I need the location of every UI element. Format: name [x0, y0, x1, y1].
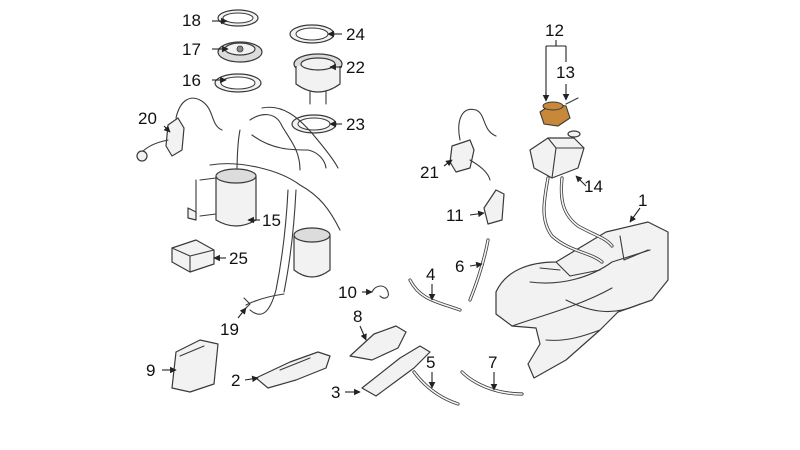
part-7-strap — [460, 370, 524, 396]
leader-lines — [162, 17, 641, 396]
part-10-clip — [371, 285, 389, 299]
part-12-highlighted-component — [539, 97, 579, 127]
callout-6: 6 — [455, 257, 465, 276]
callout-9: 9 — [146, 361, 156, 380]
part-6-strap — [468, 238, 490, 302]
callout-2: 2 — [231, 371, 241, 390]
part-15-fuel-pump-assembly — [187, 106, 341, 231]
callout-13: 13 — [556, 63, 575, 82]
callout-4: 4 — [426, 265, 436, 284]
callout-15: 15 — [262, 211, 281, 230]
part-23-gasket — [291, 114, 337, 134]
part-8-shield — [349, 325, 407, 361]
callout-10: 10 — [338, 283, 357, 302]
pump-unit-right — [249, 189, 331, 315]
part-22-pump-sender — [293, 53, 343, 105]
callout-19: 19 — [220, 320, 239, 339]
part-2-shield — [255, 351, 331, 389]
part-14-filler-neck — [529, 130, 585, 179]
callout-24: 24 — [346, 25, 365, 44]
part-19-harness — [243, 293, 285, 311]
callout-14: 14 — [584, 177, 603, 196]
callout-18: 18 — [182, 11, 201, 30]
part-5-strap — [412, 370, 460, 406]
filler-hoses — [542, 176, 614, 264]
part-11-bracket — [483, 189, 505, 225]
part-1-fuel-tank — [495, 221, 669, 379]
part-3-shield — [361, 345, 431, 397]
part-9-heat-shield — [171, 339, 219, 393]
callout-3: 3 — [331, 383, 341, 402]
callout-22: 22 — [346, 58, 365, 77]
callout-16: 16 — [182, 71, 201, 90]
callout-8: 8 — [353, 307, 363, 326]
callout-25: 25 — [229, 249, 248, 268]
part-24-seal-ring — [289, 24, 335, 44]
callout-5: 5 — [426, 353, 436, 372]
callout-21: 21 — [420, 163, 439, 182]
callout-7: 7 — [488, 353, 498, 372]
part-25-control-module — [171, 239, 215, 273]
callout-1: 1 — [638, 191, 648, 210]
callout-20: 20 — [138, 109, 157, 128]
part-4-strap — [408, 278, 462, 312]
part-21-sender — [449, 108, 497, 181]
part-16-gasket — [214, 73, 262, 93]
part-17-lock-ring — [217, 41, 263, 63]
part-18-seal-ring — [217, 9, 259, 27]
callout-12: 12 — [545, 21, 564, 40]
callout-23: 23 — [346, 115, 365, 134]
callout-17: 17 — [182, 40, 201, 59]
part-20-level-sensor — [136, 97, 223, 162]
callout-11: 11 — [446, 206, 464, 225]
